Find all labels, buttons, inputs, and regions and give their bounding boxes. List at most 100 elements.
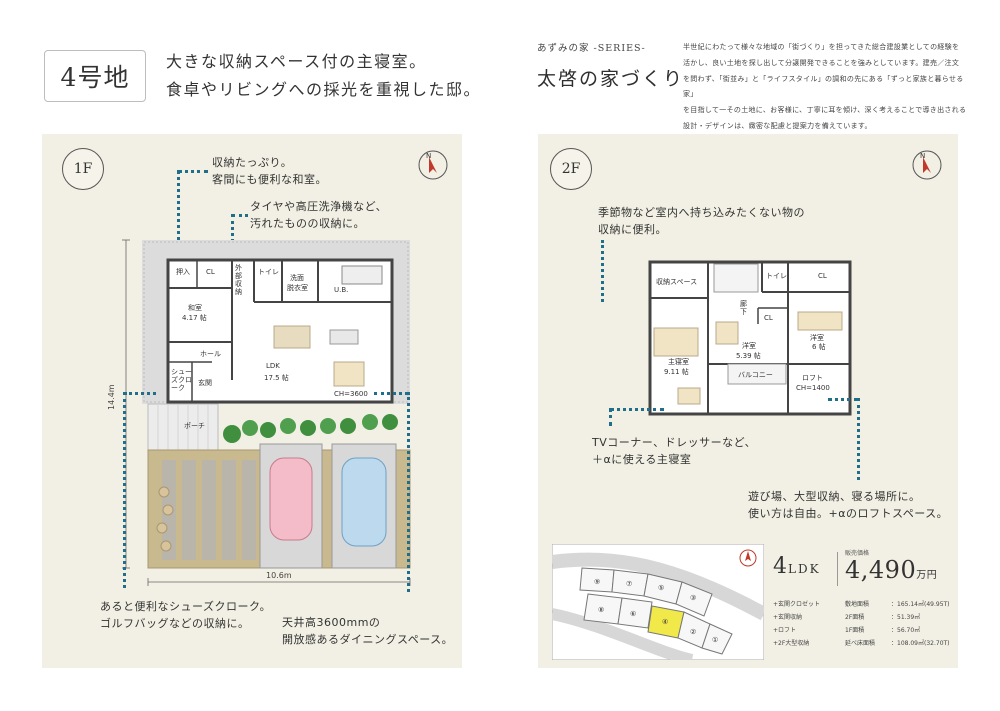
intro-line: 活かし、良い土地を探し出して分譲開発できることを強みとしています。建売／注文	[683, 58, 960, 67]
note-washitsu: 収納たっぷり。 客間にも便利な和室。	[212, 154, 327, 188]
floor-2-plan: 収納スペース 廊 下 トイレ CL CL 洋室 6 帖 主寝室 9.11 帖 洋…	[648, 260, 852, 416]
site-lot: ⑧	[598, 606, 604, 614]
headline: 大きな収納スペース付の主寝室。 食卓やリビングへの採光を重視した邸。	[166, 48, 481, 104]
leader-line	[610, 408, 664, 411]
note-line: 開放感あるダイニングスペース。	[282, 633, 454, 646]
price-unit: 万円	[916, 570, 938, 581]
site-lot: ①	[712, 636, 718, 644]
leader-line	[177, 170, 180, 278]
room-toilet: トイレ	[258, 268, 279, 276]
room-corridor: 廊	[740, 299, 747, 308]
note-line: あると便利なシューズクローク。	[100, 600, 272, 613]
intro-line: を目指して一その土地に、お客様に、丁寧に耳を傾け、深く考えることで導き出される	[683, 106, 967, 115]
site-lot: ③	[690, 594, 696, 602]
spec-value: ：51.39㎡	[891, 614, 921, 621]
room-loft-height: CH=1400	[796, 384, 830, 392]
compass-icon: N	[912, 150, 942, 180]
headline-line-2: 食卓やリビングへの採光を重視した邸。	[166, 80, 482, 99]
leader-line	[601, 240, 604, 302]
spec-row: 延べ床面積：108.09㎡(32.70T)	[845, 637, 950, 650]
site-map-north-icon	[739, 549, 757, 567]
room-hall: ホール	[200, 350, 221, 358]
spec-label: 1F面積	[845, 627, 865, 634]
room-outdoor-storage: 収	[235, 280, 242, 288]
spec-value: ：165.14㎡(49.95T)	[891, 601, 950, 608]
room-outdoor-storage: 外	[235, 263, 242, 272]
leader-line	[178, 170, 208, 173]
ceiling-height-label: CH=3600	[334, 390, 368, 398]
note-line: TVコーナー、ドレッサーなど、	[592, 436, 757, 449]
headline-line-1: 大きな収納スペース付の主寝室。	[166, 52, 427, 71]
site-lot: ②	[690, 628, 696, 636]
width-dimension: 10.6m	[266, 571, 292, 580]
price: 4,490万円	[845, 556, 937, 584]
spec-row: 2F面積 ：51.39㎡	[845, 611, 950, 624]
depth-dimension: 14.4m	[107, 384, 116, 410]
series-eyebrow: あずみの家 ‑SERIES‑	[537, 43, 646, 54]
note-loft: 遊び場、大型収納、寝る場所に。 使い方は自由。+αのロフトスペース。	[748, 488, 948, 522]
spec-row: 敷地面積 ：165.14㎡(49.95T)	[845, 598, 950, 611]
room-western-b-size: 5.39 帖	[736, 351, 761, 360]
feature-list: +玄関クロゼット +玄関収納 +ロフト +2F大型収納	[773, 598, 820, 650]
floor-1-plan: 押入 CL 外 部 収 納 トイレ 洗面 脱衣室 U.B. 和室 4.17 帖 …	[107, 239, 411, 586]
leader-line	[232, 214, 248, 217]
site-map: ⑨ ⑦ ⑤ ③ ⑧ ⑥ ④ ② ①	[552, 544, 764, 660]
feature-item: +2F大型収納	[773, 640, 810, 647]
site-lot: ⑤	[658, 584, 664, 592]
room-balcony: バルコニー	[738, 371, 773, 379]
note-line: 収納たっぷり。	[212, 156, 293, 169]
svg-text:N: N	[426, 152, 431, 160]
spec-row: 1F面積：56.70㎡	[845, 624, 950, 637]
room-closet: CL	[818, 272, 827, 280]
spec-label: 延べ床面積	[845, 640, 876, 647]
intro-text: 半世紀にわたって様々な地域の「街づくり」を担ってきた総合建設業としての経験を 活…	[683, 40, 973, 135]
site-lot: ⑥	[630, 610, 636, 618]
note-storage: 季節物など室内へ持ち込みたくない物の 収納に便利。	[598, 204, 805, 238]
room-closet: CL	[764, 314, 773, 322]
room-ldk: LDK	[266, 362, 280, 370]
room-outdoor-storage: 納	[235, 287, 242, 296]
room-oshiire: 押入	[176, 267, 190, 276]
room-washroom: 脱衣室	[287, 283, 308, 292]
room-porch: ポーチ	[184, 422, 205, 430]
room-corridor: 下	[740, 308, 747, 316]
compass-icon: N	[418, 150, 448, 180]
leader-line	[609, 408, 612, 426]
price-divider	[837, 552, 838, 586]
leader-line	[124, 392, 156, 395]
site-lot-highlighted: ④	[662, 618, 668, 626]
room-master-bedroom: 主寝室	[668, 357, 689, 366]
site-lot: ⑨	[594, 578, 600, 586]
leader-line	[857, 398, 860, 480]
price-caption: 販売価格	[845, 550, 870, 557]
room-western-a: 洋室	[810, 333, 824, 342]
room-toilet: トイレ	[766, 272, 787, 280]
feature-item: +玄関収納	[773, 614, 803, 621]
room-shoes-closet: シュー	[171, 368, 192, 376]
floor-2-badge: 2F	[550, 148, 592, 190]
room-loft: ロフト	[802, 374, 823, 382]
leader-line	[828, 398, 858, 401]
spec-label: 2F面積	[845, 614, 865, 621]
site-lot: ⑦	[626, 580, 632, 588]
floor-2-panel: 2F N 季節物など室内へ持ち込みたくない物の 収納に便利。 収納スペース 廊 …	[538, 134, 958, 668]
series-title: 太啓の家づくり	[537, 68, 685, 90]
intro-line: を問わず、「街並み」と「ライフスタイル」の調和の先にある「ずっと家族と暮らせる家…	[683, 74, 964, 99]
room-shoes-closet: ズクロ	[171, 375, 192, 384]
feature-item: +玄関クロゼット	[773, 601, 821, 608]
spec-label: 敷地面積	[845, 601, 870, 608]
room-shoes-closet: ーク	[171, 384, 185, 392]
note-line: タイヤや高圧洗浄機など、	[250, 200, 388, 213]
note-master-bedroom: TVコーナー、ドレッサーなど、 ＋αに使える主寝室	[592, 434, 756, 468]
layout-type: 4LDK	[773, 554, 821, 579]
intro-line: 設計・デザインは、緻密な配慮と提案力を備えています。	[683, 121, 872, 130]
intro-line: 半世紀にわたって様々な地域の「街づくり」を担ってきた総合建設業としての経験を	[683, 43, 960, 51]
note-line: 天井高3600mmの	[282, 616, 381, 629]
note-outdoor-storage: タイヤや高圧洗浄機など、 汚れたものの収納に。	[250, 198, 387, 232]
room-storage-space: 収納スペース	[656, 277, 697, 286]
note-line: 遊び場、大型収納、寝る場所に。	[748, 490, 921, 503]
note-shoes-closet: あると便利なシューズクローク。 ゴルフバッグなどの収納に。	[100, 598, 271, 632]
room-closet: CL	[206, 268, 215, 276]
room-washroom: 洗面	[290, 273, 304, 282]
room-master-bedroom-size: 9.11 帖	[664, 367, 689, 376]
